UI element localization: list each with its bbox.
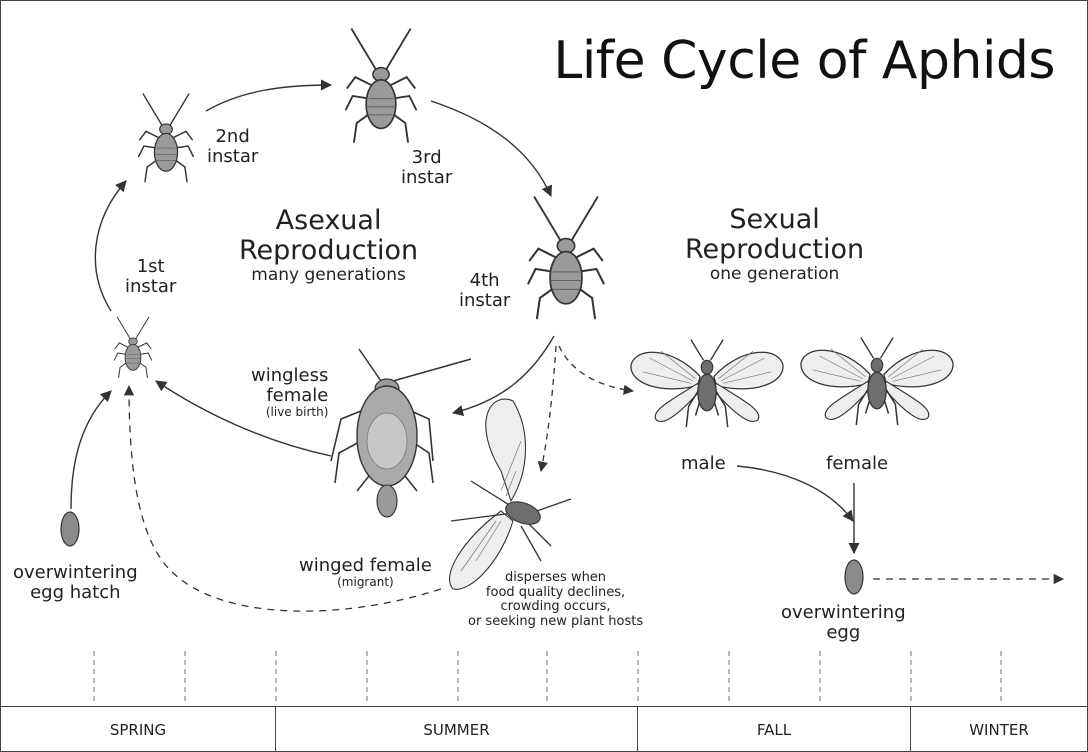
egg-hatch-label-line2: egg hatch (30, 582, 121, 604)
season-summer: SUMMER (276, 707, 638, 752)
first-instar-label-line1: 1st (136, 256, 165, 277)
sexual-label-line1: Sexual (729, 204, 820, 235)
winged-label-line2: (migrant) (337, 575, 394, 590)
wingless-label-line2: female (266, 385, 329, 407)
second-instar-label-line1: 2nd (215, 126, 250, 147)
season-timeline: SPRING SUMMER FALL WINTER (1, 706, 1087, 752)
sexual-label-line3: one generation (709, 264, 840, 285)
arrow-third-to-fourth-instar (430, 100, 553, 198)
third-instar-label-line1: 3rd (411, 147, 442, 168)
disperses-note: disperses when food quality declines, cr… (468, 570, 644, 629)
arrow-egg-to-first-instar (70, 390, 112, 510)
arrow-second-to-third-instar (205, 79, 333, 112)
page-title: Life Cycle of Aphids (553, 31, 1055, 91)
arrow-male-to-egg (736, 465, 854, 522)
arrow-fourth-to-sexual (558, 345, 635, 395)
egg-hatch-label: overwintering egg hatch (13, 562, 138, 604)
male-aphid (630, 338, 784, 428)
asexual-label-line3: many generations (251, 265, 406, 286)
first-instar-aphid (113, 316, 153, 378)
fourth-instar-label-line1: 4th (469, 270, 500, 291)
disperses-note-line1: disperses when (505, 570, 607, 585)
female-sexual-aphid (800, 336, 954, 426)
third-instar-aphid (344, 27, 418, 143)
overwintering-egg-label-line1: overwintering (781, 602, 906, 623)
egg-hatch-egg (60, 511, 80, 547)
asexual-label-line2: Reproduction (239, 235, 419, 267)
sexual-label-line2: Reproduction (685, 234, 865, 266)
asexual-reproduction-label: Asexual Reproduction many generations (239, 205, 419, 286)
overwintering-egg-label-line2: egg (826, 622, 861, 644)
second-instar-label-line2: instar (207, 146, 259, 168)
third-instar-label-line2: instar (401, 167, 453, 189)
diagram-art (60, 27, 1065, 703)
asexual-label-line1: Asexual (275, 205, 382, 236)
arrow-fourth-to-wingless (451, 335, 555, 416)
first-instar-label-line2: instar (125, 276, 177, 298)
wingless-label-line1: wingless (251, 365, 329, 386)
sexual-reproduction-label: Sexual Reproduction one generation (685, 204, 865, 285)
male-label: male (681, 453, 726, 474)
egg-hatch-label-line1: overwintering (13, 562, 138, 583)
fourth-instar-label: 4th instar (459, 270, 511, 312)
second-instar-label: 2nd instar (207, 126, 259, 168)
arrow-fourth-to-winged (537, 345, 557, 473)
season-fall: FALL (638, 707, 911, 752)
wingless-label-line3: (live birth) (265, 405, 329, 420)
wingless-female-label: wingless female (live birth) (251, 365, 329, 420)
female-label: female (826, 453, 889, 474)
time-tick-marks (93, 651, 1002, 703)
overwintering-egg-label: overwintering egg (781, 602, 906, 644)
winged-female-label: winged female (migrant) (299, 555, 432, 590)
winged-migrant-aphid (449, 398, 572, 590)
arrow-first-to-second-instar (94, 180, 127, 312)
fourth-instar-label-line2: instar (459, 290, 511, 312)
arrow-winged-to-first-instar (123, 384, 442, 612)
winged-label-line1: winged female (299, 555, 432, 576)
fourth-instar-aphid (527, 195, 605, 320)
overwintering-egg (844, 559, 864, 595)
second-instar-aphid (137, 92, 195, 183)
disperses-note-line2: food quality declines, (485, 584, 626, 600)
disperses-note-line3: crowding occurs, (500, 599, 611, 615)
season-spring: SPRING (1, 707, 276, 752)
arrow-wingless-to-first-instar (155, 380, 332, 457)
third-instar-label: 3rd instar (401, 147, 453, 189)
wingless-female-aphid (330, 348, 472, 518)
first-instar-label: 1st instar (125, 256, 177, 298)
disperses-note-line4: or seeking new plant hosts (468, 613, 644, 629)
season-winter: WINTER (969, 720, 1029, 739)
